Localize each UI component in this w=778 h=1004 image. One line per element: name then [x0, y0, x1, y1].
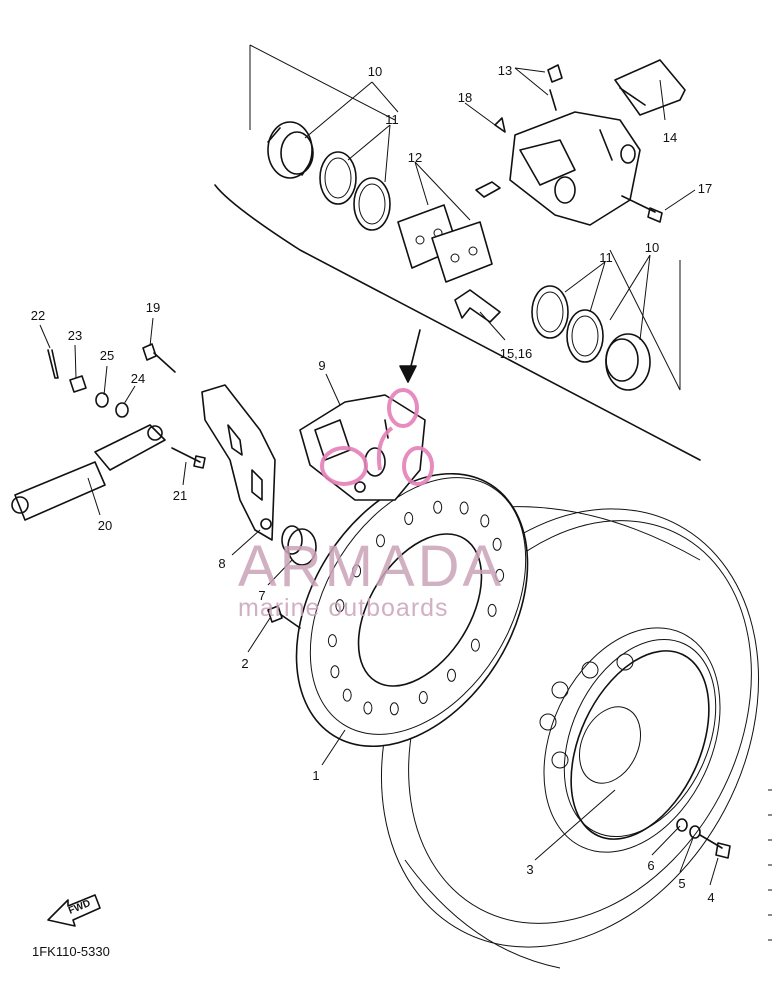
washer-6 [676, 818, 688, 832]
callout-18: 18 [458, 90, 472, 105]
disc-hole [330, 665, 340, 679]
seal-left [319, 151, 391, 231]
piston-left [267, 121, 314, 179]
disc-hole [363, 701, 373, 715]
bolt-2 [267, 605, 301, 629]
callout-19: 19 [146, 300, 160, 315]
watermark-logo [320, 388, 434, 486]
callout-11-top: 11 [385, 112, 399, 127]
callout-10-right: 10 [645, 240, 659, 255]
washer-24 [115, 402, 129, 418]
callout-20: 20 [98, 518, 112, 533]
caliper-cap [614, 59, 686, 116]
ring-3 [570, 650, 710, 840]
disc-hole [433, 500, 443, 514]
callout-17: 17 [698, 181, 712, 196]
callout-2: 2 [241, 656, 248, 671]
disc-hole [480, 514, 490, 528]
bolt-4 [699, 834, 731, 859]
callout-10-top: 10 [368, 64, 382, 79]
pad-spring [454, 289, 501, 323]
callout-23: 23 [68, 328, 82, 343]
callout-6: 6 [647, 858, 654, 873]
hub-fasteners [570, 650, 731, 859]
brake-pads [397, 204, 493, 283]
watermark: ARMADA marine outboards [238, 388, 504, 622]
watermark-tagline: marine outboards [238, 594, 449, 622]
caliper-bracket [201, 384, 276, 541]
disc-hole [376, 534, 385, 548]
callout-1: 1 [312, 768, 319, 783]
edge-marks [768, 789, 772, 941]
disc-hole [342, 688, 352, 702]
callout-15-16: 15,16 [500, 346, 533, 361]
retaining-clip [494, 117, 506, 133]
bolt-21 [171, 447, 206, 469]
piston-right [531, 285, 651, 391]
disc-hole [418, 691, 428, 704]
disc-hole [404, 512, 414, 525]
callout-22: 22 [31, 308, 45, 323]
caliper-body [509, 111, 641, 226]
forward-direction-arrow: FWD [47, 894, 101, 927]
disc-hole [389, 702, 399, 716]
collar [281, 525, 317, 566]
disc-hole [495, 568, 505, 582]
brake-disc [295, 472, 529, 748]
callout-9: 9 [318, 358, 325, 373]
washer-5 [689, 825, 701, 839]
callout-7: 7 [258, 588, 265, 603]
disc-hole [335, 599, 345, 613]
callout-11-right: 11 [599, 250, 613, 265]
callout-13: 13 [498, 63, 512, 78]
disc-hole [487, 603, 497, 617]
caliper-assembly [299, 394, 426, 501]
callout-24: 24 [131, 371, 145, 386]
washer-25 [95, 392, 109, 408]
callouts: 10 11 12 13 14 18 17 10 11 15,16 19 22 2… [31, 63, 715, 905]
disc-hole [470, 638, 480, 652]
callout-4: 4 [707, 890, 714, 905]
nut-23 [69, 375, 87, 393]
disc-hole [447, 668, 456, 682]
pin-bolt [621, 195, 663, 223]
disc-hole [459, 501, 469, 515]
callout-8: 8 [218, 556, 225, 571]
callout-3: 3 [526, 862, 533, 877]
callout-21: 21 [173, 488, 187, 503]
torque-arm [11, 424, 166, 521]
disc-hole [352, 564, 362, 578]
disc-hole [327, 634, 337, 648]
cotter-pin-22 [47, 349, 59, 379]
leader-lines [39, 67, 719, 886]
fasteners [47, 343, 206, 469]
diagram-part-number: 1FK110-5330 [32, 944, 110, 959]
caliper-exploded-group [214, 44, 701, 461]
disc-hole [492, 537, 502, 551]
callout-12: 12 [408, 150, 422, 165]
pad-pin [475, 181, 501, 198]
callout-14: 14 [663, 130, 677, 145]
callout-5: 5 [678, 876, 685, 891]
bleed-screw [547, 64, 563, 111]
watermark-brand: ARMADA [238, 534, 504, 599]
bolt-19 [142, 343, 176, 373]
callout-25: 25 [100, 348, 114, 363]
